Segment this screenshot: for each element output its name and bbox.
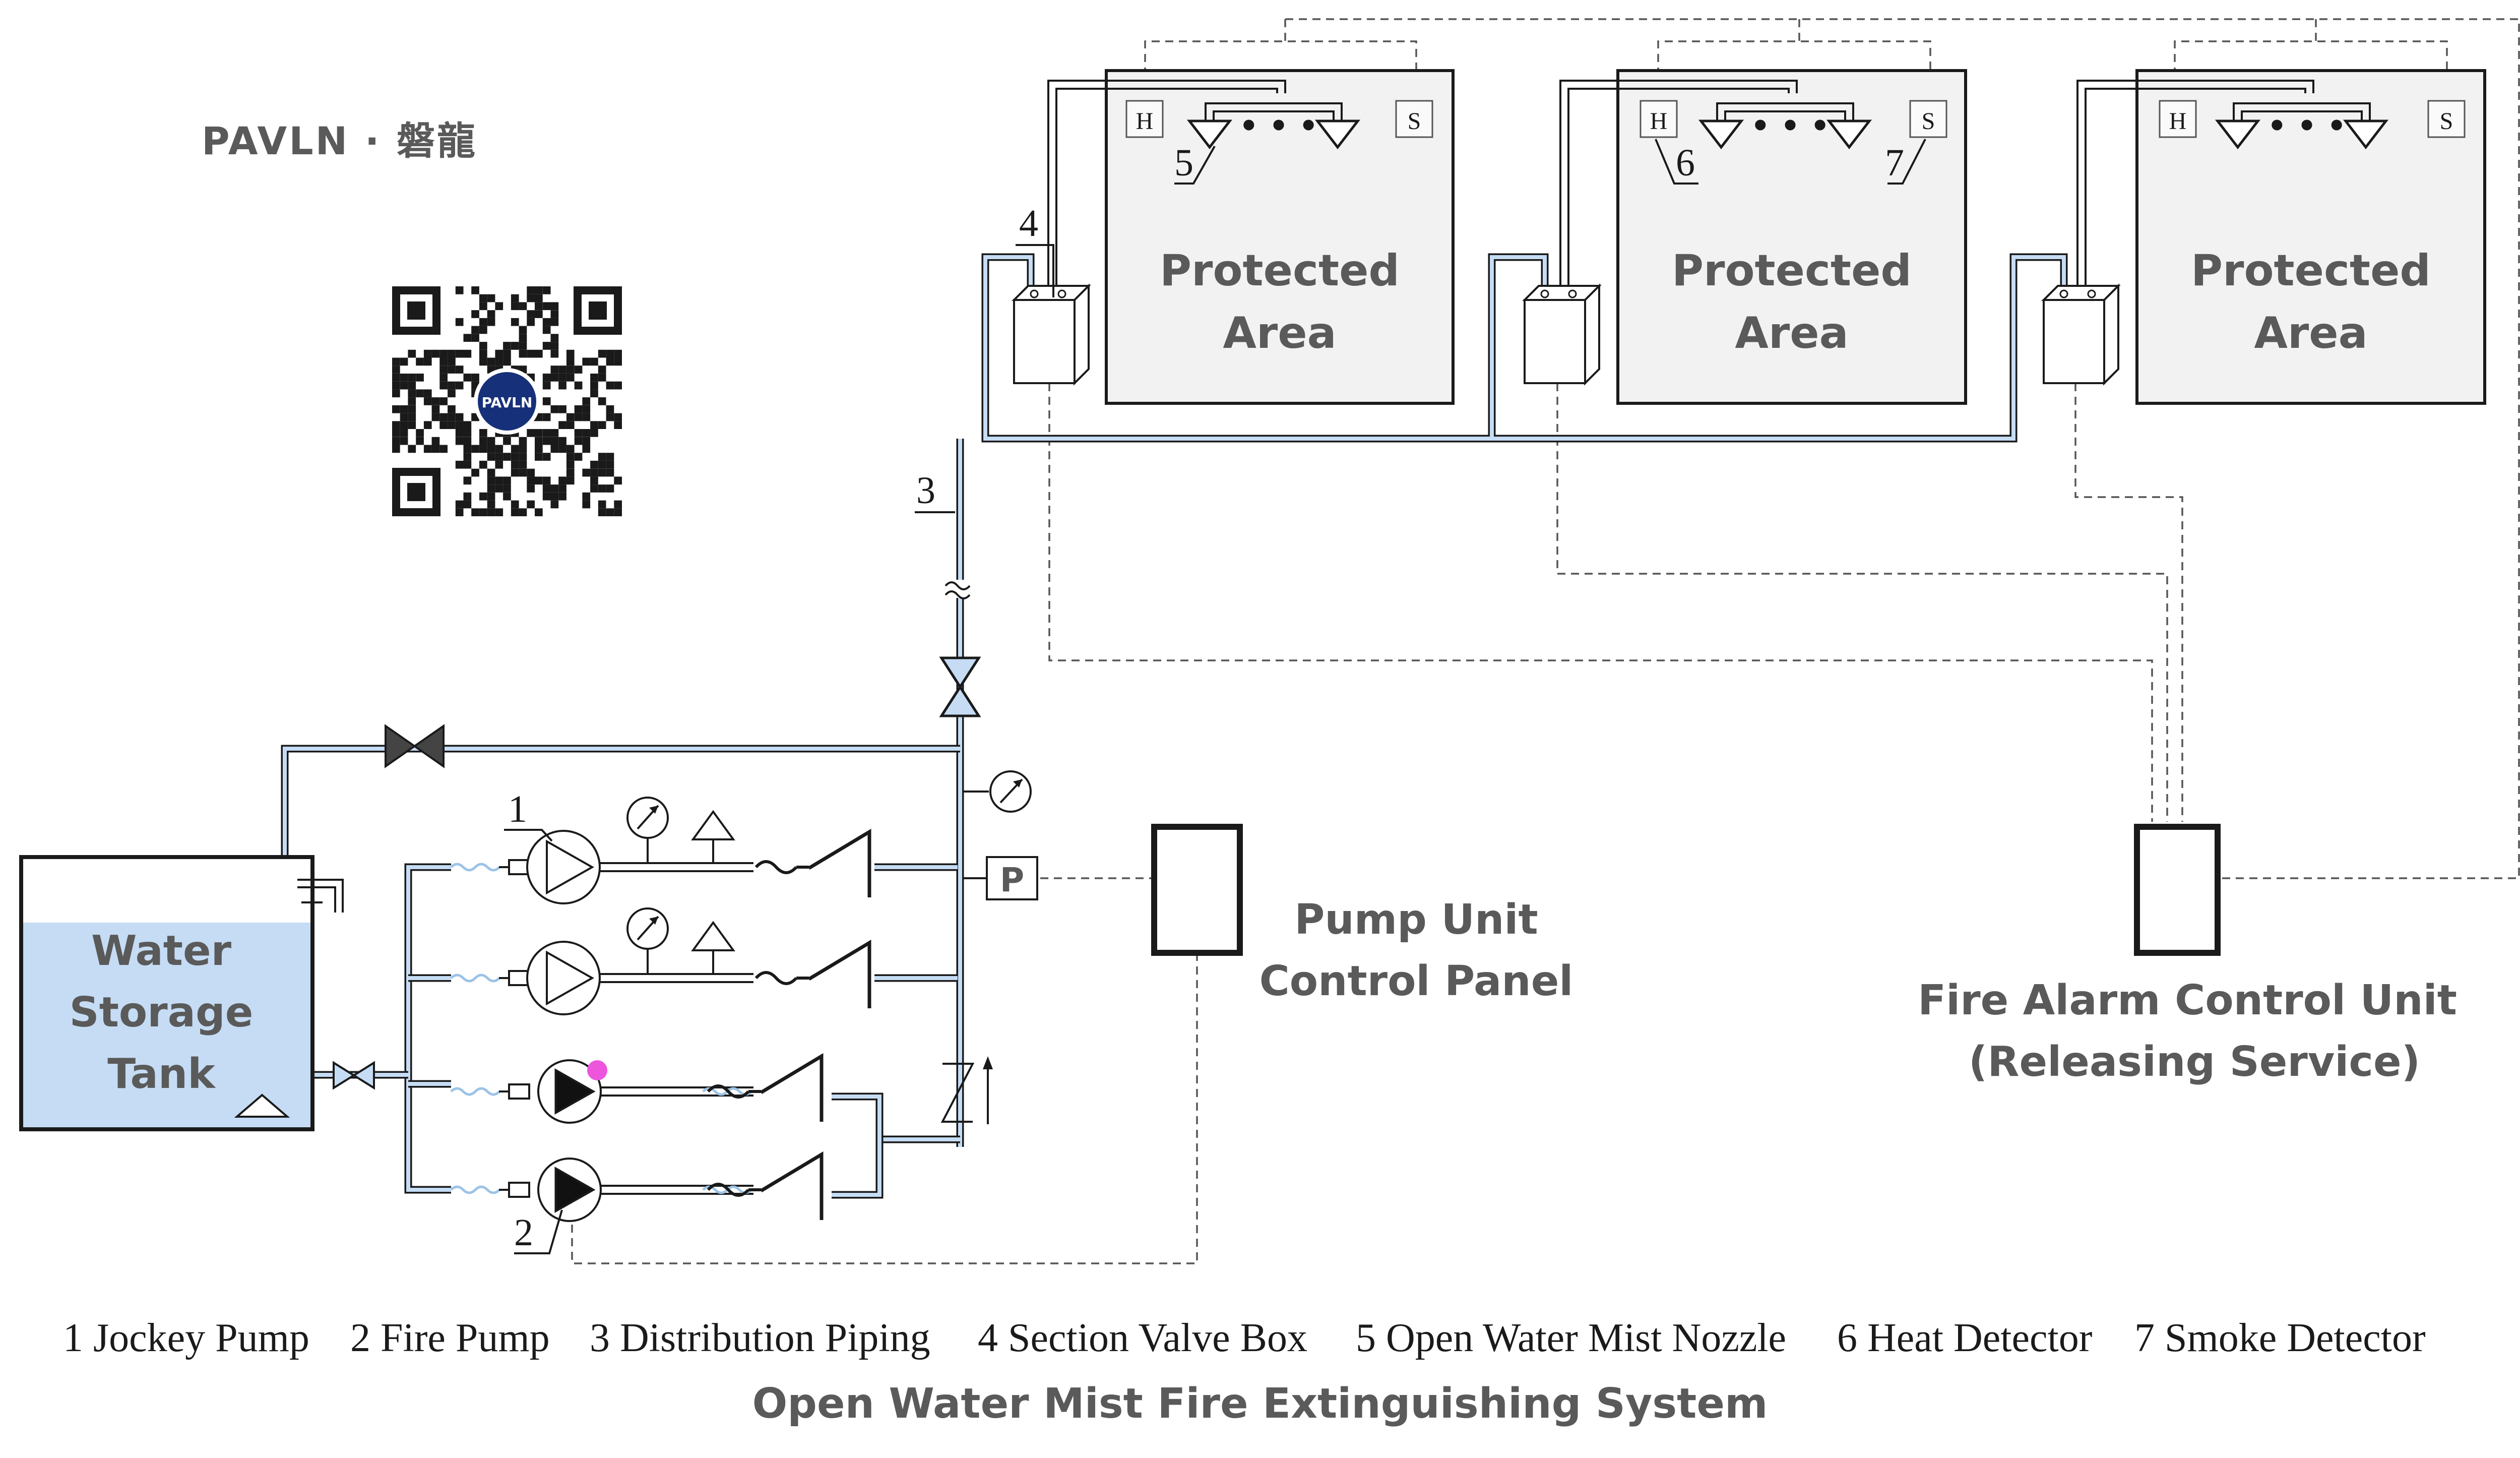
- pump-discharge-piping: [258, 863, 960, 1199]
- diagram-caption: Open Water Mist Fire Extinguishing Syste…: [752, 1380, 1768, 1428]
- nozzle-manifold-2: • • •: [1698, 102, 1872, 150]
- nozzle-manifold-1: • • •: [1186, 102, 1361, 150]
- heat-detector-1: H: [1125, 100, 1164, 138]
- section-valve-box-1: [1012, 283, 1091, 386]
- callout-7: 7: [1885, 139, 1926, 185]
- legend-item-section-valve-box: 4 Section Valve Box: [978, 1316, 1307, 1360]
- legend-item-jockey-pump: 1 Jockey Pump: [63, 1316, 309, 1360]
- heat-detector-2: H: [1640, 100, 1678, 138]
- legend-item-fire-pump: 2 Fire Pump: [350, 1316, 550, 1360]
- fire-alarm-label-line1: Fire Alarm Control Unit: [1918, 977, 2457, 1024]
- protected-area-label-line1: Protected: [1160, 246, 1400, 296]
- smoke-detector-2: S: [1909, 100, 1947, 138]
- jockey-pump-row-1: [450, 797, 871, 904]
- svg-text:4: 4: [1019, 202, 1038, 245]
- protected-area-label-line1: Protected: [2191, 246, 2431, 296]
- svg-text:H: H: [1650, 108, 1668, 135]
- pump-panel-label-line2: Control Panel: [1259, 957, 1573, 1005]
- open-water-mist-nozzle: [2343, 119, 2389, 150]
- svg-text:• • •: • • •: [2267, 108, 2347, 144]
- callout-3: 3: [915, 469, 955, 513]
- alarm-wiring: [571, 18, 2520, 1264]
- open-water-mist-nozzle: [1314, 119, 1361, 150]
- riser-control-valve: [939, 656, 981, 717]
- tank-outlet-valve: [333, 1061, 375, 1090]
- svg-text:2: 2: [514, 1211, 533, 1254]
- jockey-pump-row-2: [450, 907, 871, 1015]
- protected-area-label-line2: Area: [1223, 308, 1336, 358]
- tank-label-line2: Storage: [70, 989, 254, 1037]
- pump-rows: [450, 797, 871, 1222]
- callout-1: 1: [504, 788, 553, 842]
- callout-5: 5: [1174, 142, 1216, 185]
- open-water-mist-nozzle: [2215, 119, 2261, 150]
- svg-text:3: 3: [916, 469, 935, 512]
- svg-text:5: 5: [1174, 142, 1193, 184]
- protected-area-label-line2: Area: [1735, 308, 1848, 358]
- svg-text:6: 6: [1676, 142, 1695, 184]
- svg-text:H: H: [1136, 108, 1154, 135]
- fire-alarm-label-line2: (Releasing Service): [1969, 1038, 2420, 1086]
- open-water-mist-nozzle: [1186, 119, 1233, 150]
- smoke-detector-3: S: [2427, 100, 2466, 138]
- open-water-mist-nozzle: [1698, 119, 1744, 150]
- svg-text:• • •: • • •: [1751, 108, 1830, 144]
- open-water-mist-nozzle: [1826, 119, 1872, 150]
- callout-6: 6: [1655, 139, 1698, 185]
- protected-area-label-line2: Area: [2254, 308, 2367, 358]
- brand-logo: PAVLN · 磐龍: [202, 118, 477, 163]
- fire-alarm-control-unit: Fire Alarm Control Unit (Releasing Servi…: [1918, 824, 2457, 1086]
- tank-label-line3: Tank: [107, 1050, 216, 1098]
- qr-center-text: PAVLN: [482, 394, 533, 411]
- legend-item-open-water-mist-nozzle: 5 Open Water Mist Nozzle: [1356, 1316, 1786, 1360]
- svg-text:7: 7: [1885, 142, 1904, 184]
- callout-2: 2: [514, 1209, 563, 1254]
- heat-detector-3: H: [2159, 100, 2197, 138]
- smoke-detector-1: S: [1395, 100, 1433, 138]
- pump-panel-label-line1: Pump Unit: [1294, 896, 1538, 944]
- pump-running-indicator: [587, 1060, 607, 1080]
- protected-area-1: Protected Area: [1105, 69, 1455, 405]
- svg-text:• • •: • • •: [1239, 108, 1318, 144]
- svg-text:S: S: [2440, 108, 2453, 135]
- qr-center-logo: [474, 368, 540, 435]
- svg-text:P: P: [1000, 861, 1024, 899]
- callout-4: 4: [1016, 202, 1054, 297]
- legend-item-smoke-detector: 7 Smoke Detector: [2134, 1316, 2426, 1360]
- qr-code: PAVLN: [392, 286, 622, 516]
- pressure-relief-valve: [940, 1056, 993, 1124]
- nozzle-feed-pipes: [1047, 80, 2314, 292]
- svg-text:H: H: [2169, 108, 2187, 135]
- legend-item-heat-detector: 6 Heat Detector: [1837, 1316, 2092, 1360]
- protected-area-label-line1: Protected: [1672, 246, 1912, 296]
- svg-text:S: S: [1922, 108, 1935, 135]
- section-valve-box-2: [1522, 283, 1602, 386]
- riser-pressure-gauge: [964, 770, 1032, 813]
- pump-unit-control-panel: Pump Unit Control Panel: [1151, 824, 1573, 1005]
- legend: 1 Jockey Pump 2 Fire Pump 3 Distribution…: [63, 1316, 2426, 1428]
- pressure-switch: P: [964, 856, 1038, 900]
- legend-item-distribution-piping: 3 Distribution Piping: [590, 1316, 930, 1360]
- fire-pump-row-4: [450, 1151, 824, 1222]
- svg-text:S: S: [1408, 108, 1421, 135]
- svg-text:1: 1: [508, 788, 527, 830]
- section-valve-boxes: [1012, 283, 2121, 386]
- section-valve-box-3: [2041, 283, 2121, 386]
- tank-label-line1: Water: [91, 927, 232, 975]
- nozzle-manifold-3: • • •: [2215, 102, 2389, 150]
- water-storage-tank: Water Storage Tank: [19, 855, 344, 1131]
- fire-pump-row-3: [450, 1053, 824, 1124]
- bypass-gate-valve: [385, 724, 445, 768]
- nozzle-manifolds: • • • • • • • • •: [1186, 102, 2389, 150]
- pipe-break-symbol: [944, 580, 973, 599]
